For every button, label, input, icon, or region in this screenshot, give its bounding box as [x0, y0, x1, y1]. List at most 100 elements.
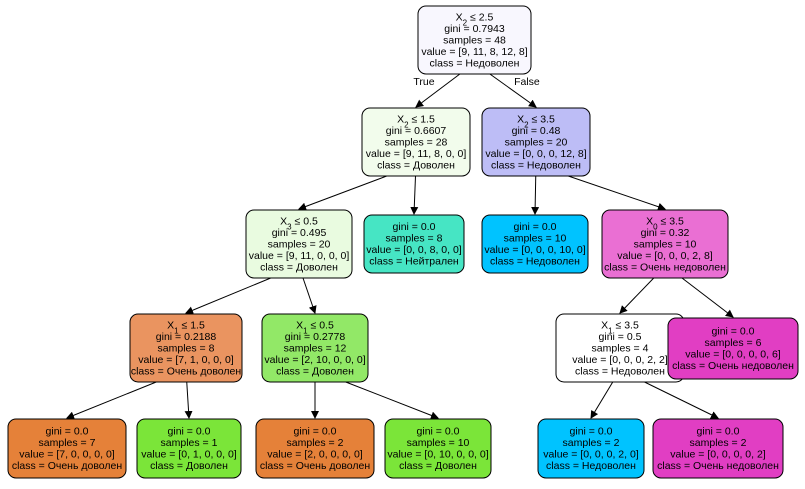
node-text-line: gini = 0.0	[570, 426, 613, 438]
split-text: ≤ 2.5	[467, 11, 493, 23]
node-text-line: gini = 0.5	[599, 331, 642, 343]
edges: True False	[66, 73, 734, 420]
node-text-line: X1 ≤ 0.5	[296, 319, 334, 335]
node-text-line: value = [2, 0, 0, 0, 0]	[267, 449, 363, 461]
split-text: ≤ 0.5	[308, 319, 334, 331]
node-text-line: samples = 8	[158, 342, 215, 354]
node-box	[136, 418, 242, 479]
edge-n9-n16	[644, 381, 719, 419]
node-box	[601, 209, 729, 279]
node-text-line: X2 ≤ 1.5	[397, 113, 435, 129]
edge-n3-n8	[302, 277, 317, 314]
node-text-line: samples = 6	[705, 337, 762, 349]
node-text-line: value = [9, 11, 0, 0, 0]	[249, 250, 350, 262]
node-text-line: value = [0, 0, 0, 12, 8]	[485, 148, 586, 160]
node-text-line: value = [0, 0, 8, 0, 0]	[366, 244, 462, 256]
node-text-line: value = [0, 10, 0, 0, 0]	[387, 449, 488, 461]
node-text-line: samples = 2	[690, 437, 747, 449]
node-box	[537, 418, 645, 479]
node-text-line: samples = 1	[161, 437, 218, 449]
node-text-line: class = Недоволен	[575, 365, 665, 377]
node-text-line: class = Недоволен	[490, 256, 580, 268]
node-box	[361, 107, 471, 177]
node-box	[255, 418, 375, 479]
node-text-line: samples = 8	[386, 233, 443, 245]
feature-index: 2	[463, 18, 468, 27]
split-text: ≤ 0.5	[292, 215, 318, 227]
edge-label-true: True	[413, 76, 434, 88]
node-text-line: gini = 0.0	[46, 426, 89, 438]
node-text-line: gini = 0.0	[294, 426, 337, 438]
node-text-line: X3 ≤ 0.5	[280, 215, 318, 231]
node-text-line: gini = 0.32	[641, 227, 690, 239]
node-text-line: value = [7, 0, 0, 0, 0]	[19, 449, 115, 461]
node-text-line: value = [0, 0, 0, 2, 2]	[572, 354, 668, 366]
node-text-line: gini = 0.7943	[444, 23, 505, 35]
split-text: ≤ 1.5	[179, 319, 205, 331]
edge-n8-n14	[345, 381, 439, 420]
node-text-line: X1 ≤ 3.5	[601, 319, 639, 335]
node-text-line: class = Недоволен	[546, 460, 636, 472]
node-text-line: class = Очень доволен	[12, 460, 123, 472]
node-text-line: class = Недоволен	[491, 159, 581, 171]
edge-n9-n15	[590, 381, 614, 419]
node-box	[363, 214, 465, 274]
node-text-line: samples = 10	[504, 233, 567, 245]
node-text-line: value = [0, 0, 0, 2, 8]	[617, 250, 713, 262]
edge-label-false: False	[514, 76, 540, 88]
feature-index: 3	[287, 222, 292, 231]
edge-n2-n6	[568, 175, 666, 211]
node-text-line: gini = 0.0	[514, 221, 557, 233]
edge-n0-n1	[415, 73, 461, 108]
node-text-line: samples = 7	[39, 437, 96, 449]
node-text-line: samples = 28	[385, 136, 448, 148]
node-text-line: X0 ≤ 3.5	[646, 215, 684, 231]
node-text-line: samples = 10	[634, 238, 697, 250]
node-text-line: class = Очень недоволен	[672, 360, 794, 372]
edge-n7-n11	[66, 381, 157, 420]
node-text-line: class = Очень доволен	[131, 365, 242, 377]
node-text-line: class = Доволен	[150, 460, 228, 472]
node-text-line: class = Доволен	[276, 365, 354, 377]
split-text: X	[296, 319, 303, 331]
feature-index: 2	[524, 120, 529, 129]
node-text-line: class = Очень недоволен	[657, 460, 779, 472]
node-text-line: class = Доволен	[260, 261, 338, 273]
node-box	[129, 313, 243, 383]
node-text-line: value = [7, 1, 0, 0, 0]	[138, 354, 234, 366]
node-text-line: value = [0, 0, 0, 0, 2]	[670, 449, 766, 461]
node-text-line: gini = 0.0	[168, 426, 211, 438]
edge-n6-n9	[619, 277, 655, 314]
node-text-line: gini = 0.6607	[386, 125, 447, 137]
node-text-line: gini = 0.2188	[156, 331, 217, 343]
feature-index: 1	[303, 326, 308, 335]
node-text-line: class = Доволен	[399, 460, 477, 472]
node-text-line: samples = 48	[443, 34, 506, 46]
node-text-line: samples = 2	[287, 437, 344, 449]
node-text-line: samples = 2	[563, 437, 620, 449]
node-text-line: class = Нейтрален	[369, 256, 459, 268]
split-text: ≤ 3.5	[658, 215, 684, 227]
node-text-line: class = Очень недоволен	[604, 261, 726, 273]
edge-n0-n2	[489, 73, 537, 108]
node-text-line: value = [0, 0, 0, 0, 6]	[685, 349, 781, 361]
node-text-line: gini = 0.0	[417, 426, 460, 438]
node-text-line: samples = 20	[268, 238, 331, 250]
node-text-line: value = [9, 11, 8, 0, 0]	[366, 148, 467, 160]
node-text-line: gini = 0.48	[512, 125, 561, 137]
node-text-line: gini = 0.0	[712, 326, 755, 338]
split-text: X	[517, 113, 524, 125]
node-text-line: class = Очень доволен	[260, 460, 371, 472]
edge-n3-n7	[185, 277, 271, 315]
node-text-line: value = [0, 0, 0, 10, 0]	[484, 244, 585, 256]
